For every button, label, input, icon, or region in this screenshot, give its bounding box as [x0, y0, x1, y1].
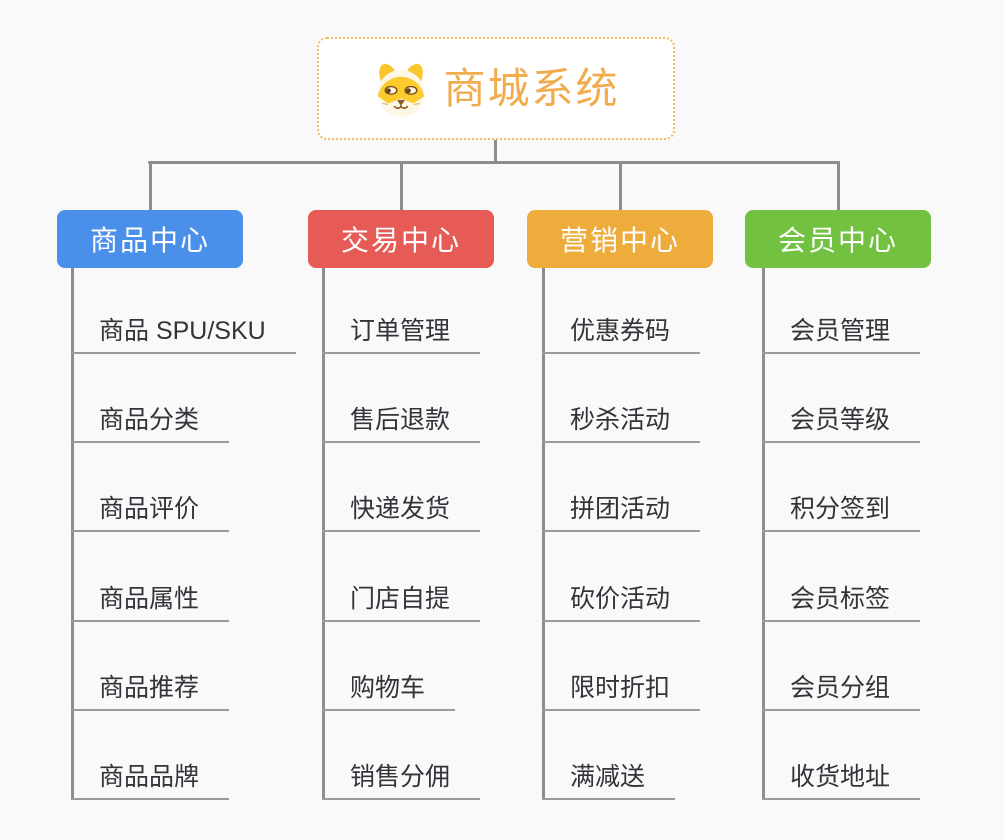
- connector-drop: [148, 161, 152, 210]
- connector-drop: [618, 161, 622, 210]
- leaf-node[interactable]: 售后退款: [322, 397, 481, 443]
- leaf-node[interactable]: 商品品牌: [71, 754, 230, 800]
- connector-horizontal-bar: [148, 161, 840, 164]
- leaf-node[interactable]: 会员等级: [762, 397, 921, 443]
- root-title: 商城系统: [443, 64, 620, 112]
- root-node[interactable]: 商城系统: [317, 37, 675, 140]
- branch-stem: [322, 268, 325, 800]
- branch-stem: [762, 268, 765, 800]
- connector-drop: [836, 161, 840, 210]
- leaf-node[interactable]: 优惠券码: [542, 308, 701, 354]
- leaf-node[interactable]: 商品评价: [71, 486, 230, 532]
- leaf-node[interactable]: 积分签到: [762, 486, 921, 532]
- dog-face-icon: [372, 60, 430, 118]
- leaf-node[interactable]: 商品推荐: [71, 665, 230, 711]
- leaf-node[interactable]: 商品 SPU/SKU: [71, 308, 296, 354]
- connector-drop: [399, 161, 403, 210]
- leaf-node[interactable]: 订单管理: [322, 308, 481, 354]
- leaf-node[interactable]: 拼团活动: [542, 486, 701, 532]
- leaf-node[interactable]: 会员管理: [762, 308, 921, 354]
- leaf-node[interactable]: 商品属性: [71, 576, 230, 622]
- branch-stem: [71, 268, 74, 800]
- leaf-node[interactable]: 快递发货: [322, 486, 481, 532]
- leaf-node[interactable]: 满减送: [542, 754, 676, 800]
- leaf-node[interactable]: 秒杀活动: [542, 397, 701, 443]
- connector-root-stem: [494, 140, 497, 164]
- branch-node-product-center[interactable]: 商品中心: [57, 210, 243, 268]
- leaf-node[interactable]: 限时折扣: [542, 665, 701, 711]
- leaf-node[interactable]: 砍价活动: [542, 576, 701, 622]
- branch-node-member-center[interactable]: 会员中心: [745, 210, 931, 268]
- leaf-node[interactable]: 购物车: [322, 665, 456, 711]
- branch-stem: [542, 268, 545, 800]
- branch-node-marketing-center[interactable]: 营销中心: [527, 210, 713, 268]
- leaf-node[interactable]: 会员分组: [762, 665, 921, 711]
- leaf-node[interactable]: 收货地址: [762, 754, 921, 800]
- leaf-node[interactable]: 会员标签: [762, 576, 921, 622]
- leaf-node[interactable]: 销售分佣: [322, 754, 481, 800]
- branch-node-trade-center[interactable]: 交易中心: [308, 210, 494, 268]
- leaf-node[interactable]: 门店自提: [322, 576, 481, 622]
- leaf-node[interactable]: 商品分类: [71, 397, 230, 443]
